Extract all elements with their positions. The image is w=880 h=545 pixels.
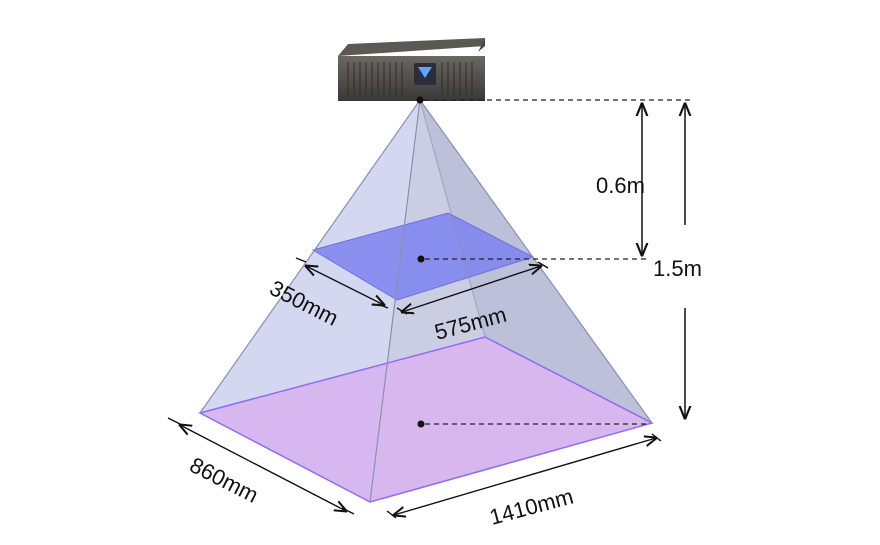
near-width-dimension xyxy=(396,261,549,315)
camera-origin-dot xyxy=(416,96,424,104)
far-center-dot xyxy=(417,420,425,428)
far-width-label: 1410mm xyxy=(487,484,576,530)
camera-logo-icon xyxy=(414,63,436,85)
dashed-guides xyxy=(424,99,690,425)
far-height-label: 1.5m xyxy=(653,256,702,281)
depth-camera-icon xyxy=(338,38,485,101)
far-depth-label: 860mm xyxy=(186,452,263,508)
near-center-dot xyxy=(417,255,425,263)
near-depth-dimension xyxy=(295,257,389,309)
near-height-label: 0.6m xyxy=(596,173,645,198)
far-width-dimension xyxy=(386,433,662,519)
far-depth-dimension xyxy=(167,417,355,515)
